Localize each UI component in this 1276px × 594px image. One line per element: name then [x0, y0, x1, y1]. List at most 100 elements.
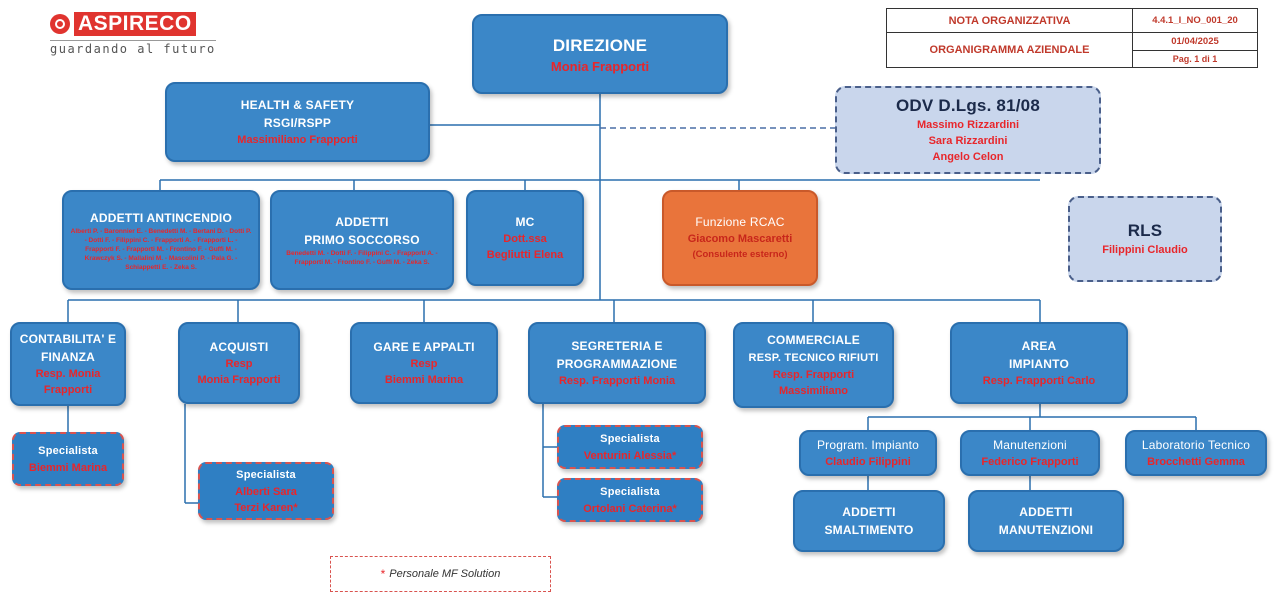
- mf-solution-star-2: *: [671, 449, 677, 462]
- acquisti-spec-name-2: Terzi Karen: [234, 501, 294, 514]
- logo-tagline: guardando al futuro: [50, 40, 216, 56]
- contabilita-spec-title: Specialista: [38, 444, 98, 457]
- segreteria-spec1-name: Venturini Alessia: [583, 449, 672, 462]
- ps-names: Benedetti M. - Dotti F. - Filippini C. -…: [286, 250, 438, 266]
- box-program-impianto: Program. Impianto Claudio Filippini: [799, 430, 937, 476]
- commerciale-title-1: COMMERCIALE: [767, 333, 860, 347]
- program-name: Claudio Filippini: [825, 456, 911, 468]
- box-primo-soccorso: ADDETTI PRIMO SOCCORSO Benedetti M. - Do…: [270, 190, 454, 290]
- program-title: Program. Impianto: [816, 438, 920, 452]
- manutenzioni-title: Manutenzioni: [993, 438, 1067, 452]
- hs-name: Massimiliano Frapporti: [237, 134, 358, 146]
- laboratorio-name: Brocchetti Gemma: [1147, 456, 1245, 468]
- box-contabilita-specialista: Specialista Biemmi Marina: [12, 432, 124, 486]
- box-contabilita-finanza: CONTABILITA' E FINANZA Resp. Monia Frapp…: [10, 322, 126, 406]
- segreteria-title-1: SEGRETERIA E: [571, 339, 663, 353]
- box-direzione: DIREZIONE Monia Frapporti: [472, 14, 728, 94]
- segreteria-spec1-title: Specialista: [600, 432, 660, 445]
- box-addetti-manutenzioni: ADDETTI MANUTENZIONI: [968, 490, 1124, 552]
- contabilita-title-2: FINANZA: [40, 350, 96, 364]
- antincendio-title: ADDETTI ANTINCENDIO: [89, 210, 233, 225]
- segreteria-spec2-name: Ortolani Caterina: [583, 502, 673, 515]
- header-date: 01/04/2025: [1133, 33, 1257, 51]
- commerciale-title-2: RESP. TECNICO RIFIUTI: [748, 352, 879, 364]
- box-gare-appalti: GARE E APPALTI Resp Biemmi Marina: [350, 322, 498, 404]
- add-manutenzioni-title-2: MANUTENZIONI: [998, 523, 1094, 537]
- mc-role: Dott.ssa: [503, 233, 547, 245]
- segreteria-resp: Resp. Frapporti Monia: [558, 375, 676, 387]
- rls-title: RLS: [1127, 221, 1163, 240]
- box-mc: MC Dott.ssa Begliutti Elena: [466, 190, 584, 286]
- gare-name: Biemmi Marina: [384, 374, 464, 386]
- odv-name-3: Angelo Celon: [932, 151, 1004, 163]
- mf-solution-star-1: *: [293, 501, 298, 514]
- box-commerciale: COMMERCIALE RESP. TECNICO RIFIUTI Resp. …: [733, 322, 894, 408]
- smaltimento-title-2: SMALTIMENTO: [824, 523, 914, 537]
- box-segreteria-specialista-2: Specialista Ortolani Caterina*: [557, 478, 703, 522]
- box-addetti-antincendio: ADDETTI ANTINCENDIO Alberti P. - Baronni…: [62, 190, 260, 290]
- rls-name: Filippini Claudio: [1102, 244, 1188, 256]
- rcac-name: Giacomo Mascaretti: [687, 233, 793, 245]
- area-title-2: IMPIANTO: [1008, 357, 1070, 371]
- odv-title: ODV D.Lgs. 81/08: [896, 96, 1040, 115]
- aspireco-logo: ASPIRECO guardando al futuro: [50, 12, 250, 58]
- commerciale-resp-2: Massimiliano: [778, 385, 849, 397]
- area-resp: Resp. Frapporti Carlo: [982, 375, 1096, 387]
- legend-note: * Personale MF Solution: [330, 556, 551, 592]
- hs-subtitle: RSGI/RSPP: [263, 116, 332, 130]
- legend-star-icon: *: [380, 567, 386, 581]
- antincendio-names: Alberti P. - Baronnier E. - Benedetti M.…: [70, 227, 252, 271]
- contabilita-spec-name: Biemmi Marina: [28, 461, 108, 474]
- direzione-name: Monia Frapporti: [550, 59, 650, 74]
- contabilita-resp-1: Resp. Monia: [35, 368, 101, 380]
- header-code: 4.4.1_I_NO_001_20: [1133, 9, 1257, 33]
- mf-solution-star-3: *: [672, 502, 677, 515]
- gare-resp: Resp: [410, 358, 438, 370]
- box-laboratorio-tecnico: Laboratorio Tecnico Brocchetti Gemma: [1125, 430, 1267, 476]
- header-title: ORGANIGRAMMA AZIENDALE: [887, 33, 1133, 67]
- odv-name-2: Sara Rizzardini: [928, 135, 1008, 147]
- acquisti-title: ACQUISTI: [209, 340, 269, 354]
- box-segreteria-specialista-1: Specialista Venturini Alessia*: [557, 425, 703, 469]
- ps-title-1: ADDETTI: [335, 215, 389, 229]
- box-rls: RLS Filippini Claudio: [1068, 196, 1222, 282]
- box-health-safety: HEALTH & SAFETY RSGI/RSPP Massimiliano F…: [165, 82, 430, 162]
- contabilita-resp-2: Frapporti: [43, 384, 93, 396]
- commerciale-resp-1: Resp. Frapporti: [772, 369, 855, 381]
- logo-mark-icon: [50, 14, 70, 34]
- odv-name-1: Massimo Rizzardini: [916, 119, 1020, 131]
- box-area-impianto: AREA IMPIANTO Resp. Frapporti Carlo: [950, 322, 1128, 404]
- acquisti-name: Monia Frapporti: [197, 374, 281, 386]
- box-addetti-smaltimento: ADDETTI SMALTIMENTO: [793, 490, 945, 552]
- hs-title: HEALTH & SAFETY: [240, 98, 355, 112]
- legend-text: Personale MF Solution: [389, 568, 501, 580]
- document-header-table: NOTA ORGANIZZATIVA 4.4.1_I_NO_001_20 ORG…: [886, 8, 1258, 68]
- box-acquisti: ACQUISTI Resp Monia Frapporti: [178, 322, 300, 404]
- gare-title: GARE E APPALTI: [373, 340, 475, 354]
- segreteria-title-2: PROGRAMMAZIONE: [556, 357, 678, 371]
- direzione-title: DIREZIONE: [552, 36, 648, 55]
- manutenzioni-name: Federico Frapporti: [981, 456, 1079, 468]
- box-funzione-rcac: Funzione RCAC Giacomo Mascaretti (Consul…: [662, 190, 818, 286]
- contabilita-title-1: CONTABILITA' E: [19, 332, 117, 346]
- acquisti-spec-title: Specialista: [236, 468, 296, 481]
- logo-name: ASPIRECO: [74, 12, 196, 36]
- rcac-title: Funzione RCAC: [695, 215, 785, 229]
- box-manutenzioni: Manutenzioni Federico Frapporti: [960, 430, 1100, 476]
- mc-title: MC: [515, 215, 535, 229]
- header-page: Pag. 1 di 1: [1172, 54, 1218, 64]
- ps-title-2: PRIMO SOCCORSO: [304, 233, 420, 247]
- smaltimento-title-1: ADDETTI: [842, 505, 896, 519]
- rcac-note: (Consulente esterno): [692, 249, 788, 260]
- box-odv: ODV D.Lgs. 81/08 Massimo Rizzardini Sara…: [835, 86, 1101, 174]
- mc-name: Begliutti Elena: [486, 249, 564, 261]
- box-acquisti-specialista: Specialista Alberti Sara Terzi Karen*: [198, 462, 334, 520]
- laboratorio-title: Laboratorio Tecnico: [1141, 438, 1251, 452]
- acquisti-resp: Resp: [225, 358, 253, 370]
- add-manutenzioni-title-1: ADDETTI: [1019, 505, 1073, 519]
- area-title-1: AREA: [1021, 339, 1057, 353]
- acquisti-spec-name-1: Alberti Sara: [235, 485, 297, 498]
- box-segreteria-programmazione: SEGRETERIA E PROGRAMMAZIONE Resp. Frappo…: [528, 322, 706, 404]
- header-doc-type: NOTA ORGANIZZATIVA: [887, 9, 1133, 33]
